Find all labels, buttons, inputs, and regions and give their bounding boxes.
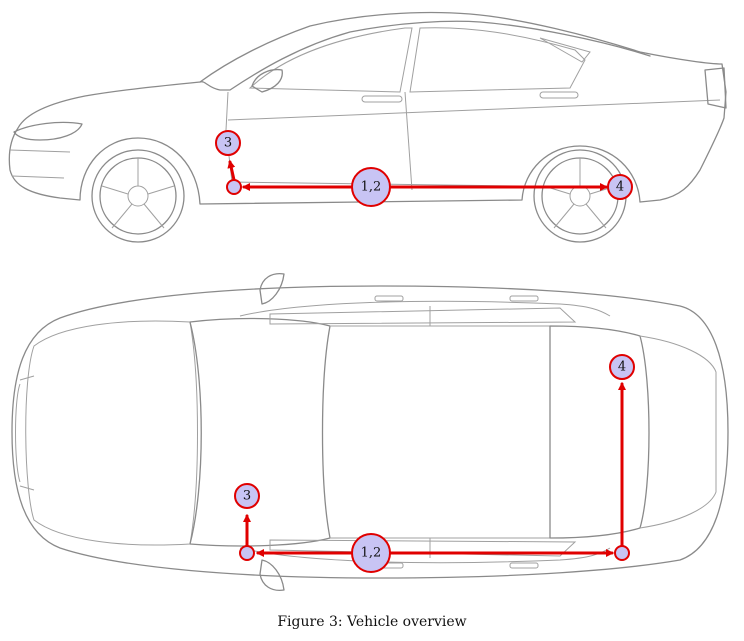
front-wheel: [91, 149, 185, 243]
car-side-view: [8, 11, 727, 243]
figure-caption: Figure 3: Vehicle overview: [277, 614, 467, 630]
side-origin-point: [226, 179, 242, 195]
side-marker-3: 3: [215, 130, 241, 156]
top-view-annotations: 3 1,2 4: [234, 354, 635, 573]
top-marker-3-label: 3: [243, 489, 251, 504]
top-marker-4-label: 4: [618, 360, 626, 375]
side-marker-4: 4: [607, 174, 633, 200]
top-marker-1-2: 1,2: [351, 533, 391, 573]
top-marker-1-2-label: 1,2: [361, 546, 382, 561]
side-marker-1-2: 1,2: [351, 167, 391, 207]
side-arrow-to-3: [227, 160, 236, 182]
side-view-annotations: 3 1,2 4: [215, 130, 633, 207]
side-marker-4-label: 4: [616, 180, 624, 195]
top-marker-4: 4: [609, 354, 635, 380]
top-origin-point: [239, 545, 255, 561]
side-marker-1-2-label: 1,2: [361, 180, 382, 195]
side-marker-3-label: 3: [224, 136, 232, 151]
top-marker-3: 3: [234, 483, 260, 509]
top-end-point: [614, 545, 630, 561]
